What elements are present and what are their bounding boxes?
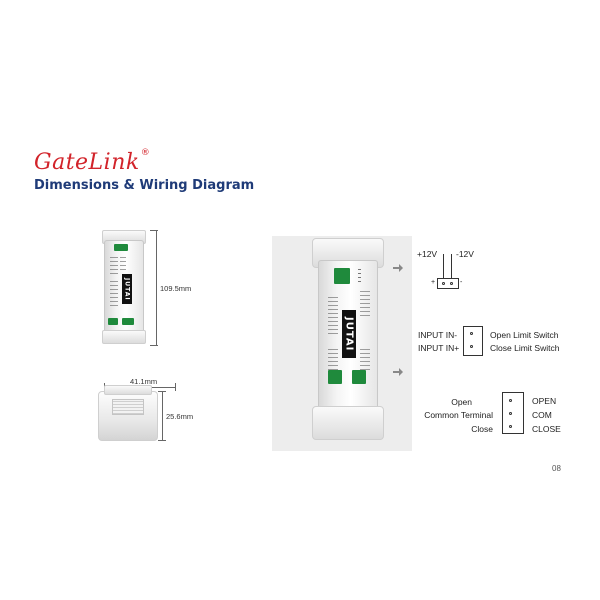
height-dimension: 25.6mm xyxy=(166,412,194,421)
output-label: Open xyxy=(451,397,472,407)
input-terminal xyxy=(108,318,118,325)
device-photo: JUTAI xyxy=(312,238,384,441)
connector-pin xyxy=(509,412,512,415)
device-brand: JUTAI xyxy=(122,274,132,304)
length-dimension: 109.5mm xyxy=(160,284,192,293)
power-minus-mark: - xyxy=(460,279,463,286)
output-target: OPEN xyxy=(532,396,557,406)
connector-pin xyxy=(470,345,473,348)
label-print xyxy=(328,348,338,370)
page-title: Dimensions & Wiring Diagram xyxy=(34,178,255,193)
output-target: CLOSE xyxy=(532,424,561,434)
dimension-tick xyxy=(158,440,166,441)
page-number: 08 xyxy=(552,464,561,473)
output-terminal xyxy=(328,370,342,384)
label-print xyxy=(360,348,370,370)
output-terminal xyxy=(122,318,134,325)
input-connector xyxy=(463,326,483,356)
label-print xyxy=(110,256,118,274)
input-terminal xyxy=(352,370,366,384)
label-print xyxy=(120,256,126,270)
connector-pin xyxy=(450,282,453,285)
connector-pin xyxy=(470,332,473,335)
label-print xyxy=(360,288,370,316)
side-top-cap xyxy=(104,385,152,395)
power-terminal xyxy=(334,268,350,284)
power-plus-mark: + xyxy=(431,279,436,286)
power-wire-negative xyxy=(451,254,452,278)
input-label: INPUT IN- xyxy=(418,330,458,340)
dimension-tick xyxy=(175,383,176,391)
input-target: Close Limit Switch xyxy=(490,343,560,353)
registered-mark: ® xyxy=(140,148,150,158)
length-dimension-line xyxy=(156,230,157,346)
arrow-right-icon xyxy=(393,368,403,376)
device-brand: JUTAI xyxy=(342,310,356,358)
input-target: Open Limit Switch xyxy=(490,330,559,340)
label-print xyxy=(328,294,338,334)
device-side-view xyxy=(98,385,158,441)
status-led xyxy=(358,268,361,282)
side-grille xyxy=(112,399,144,415)
dimension-tick xyxy=(158,391,166,392)
output-target: COM xyxy=(532,410,552,420)
label-print xyxy=(110,278,118,306)
power-connector xyxy=(437,278,459,289)
power-terminal xyxy=(114,244,128,251)
arrow-right-icon xyxy=(393,264,403,272)
input-label: INPUT IN+ xyxy=(418,343,460,353)
dimension-tick xyxy=(150,345,158,346)
connector-pin xyxy=(509,425,512,428)
device-end-cap-bottom xyxy=(102,330,146,344)
brand-name: GateLink xyxy=(34,150,140,175)
device-top-view: JUTAI xyxy=(100,230,148,346)
dimension-tick xyxy=(150,230,158,231)
connector-pin xyxy=(442,282,445,285)
device-bottom-cap xyxy=(312,406,384,440)
power-negative-label: -12V xyxy=(456,249,474,259)
power-positive-label: +12V xyxy=(417,249,438,259)
output-label: Common Terminal xyxy=(424,410,493,420)
width-dimension: 41.1mm xyxy=(130,377,158,386)
power-wire-positive xyxy=(443,254,444,278)
connector-pin xyxy=(509,399,512,402)
output-label: Close xyxy=(471,424,493,434)
height-dimension-line xyxy=(162,391,163,441)
brand-logo: GateLink ® xyxy=(34,146,150,174)
output-connector xyxy=(502,392,524,434)
